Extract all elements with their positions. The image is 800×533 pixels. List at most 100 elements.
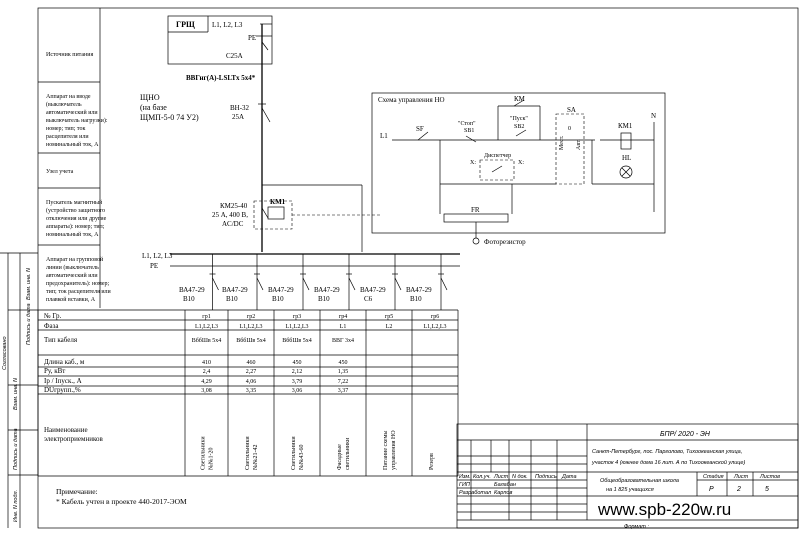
table-header: № Гр. — [44, 312, 62, 320]
svg-text:номинальный ток, А: номинальный ток, А — [46, 141, 99, 148]
svg-text:номер; тип; ток: номер; тип; ток — [46, 126, 85, 132]
svg-text:(выключатель: (выключатель — [46, 101, 82, 108]
table-cell-cable: ВВГ 3х4 — [332, 338, 354, 344]
title-block — [456, 423, 799, 529]
main-breaker-type: ВН-32 — [230, 104, 250, 112]
table-cell-num: гр5 — [385, 314, 393, 320]
table-cell-name: №№21-42 — [253, 445, 259, 470]
svg-text:плавкой вставки, А: плавкой вставки, А — [46, 296, 96, 303]
contactor-coil — [267, 206, 285, 220]
main-breaker-contact — [261, 107, 271, 123]
margin-label: Подпись и дата — [26, 303, 32, 345]
svg-text:Аппарат на вводе: Аппарат на вводе — [46, 94, 91, 100]
breaker-type: ВА47-29 — [314, 286, 340, 294]
breaker-rating: C6 — [364, 295, 373, 303]
table-header: Наименование — [44, 426, 88, 434]
svg-text:(устройство защитного: (устройство защитного — [46, 207, 105, 214]
input-device-label: Аппарат на вводе (выключатель автоматиче… — [46, 94, 108, 148]
table-cell-cable: ВббШв 5х4 — [236, 337, 266, 344]
table-cell-phase: L1,L2,L3 — [286, 324, 309, 330]
svg-text:предохранитель): номер;: предохранитель): номер; — [46, 280, 110, 287]
table-cell-p: 2,12 — [292, 369, 303, 375]
hl-label: HL — [622, 154, 631, 162]
start-label: "Пуск" — [510, 116, 528, 122]
gip-name: Балабан — [494, 482, 516, 488]
table-cell-du: 3,08 — [201, 388, 212, 394]
table-header: Тип кабеля — [44, 336, 78, 344]
breaker-rating: B10 — [410, 295, 422, 303]
table-header: Длина каб., м — [44, 358, 85, 366]
table-cell-phase: L1,L2,L3 — [195, 324, 218, 330]
stage-value: Р — [709, 486, 714, 493]
svg-text:автоматический или: автоматический или — [46, 109, 98, 116]
doc-code: БПР/ 2020 - ЭН — [660, 431, 711, 438]
power-source-label: Источник питания — [46, 52, 93, 58]
breaker-contact — [212, 277, 219, 291]
table-cell-i: 7,22 — [338, 379, 349, 385]
hl-lamp-cross — [621, 167, 631, 177]
col-list: Лист — [493, 474, 509, 480]
svg-text:отключения или другие: отключения или другие — [46, 216, 107, 222]
control-scheme-box — [371, 92, 666, 234]
svg-text:Пускатель магнитный: Пускатель магнитный — [46, 199, 103, 206]
table-cell-length: 460 — [247, 360, 256, 366]
photoresistor-icon — [472, 237, 480, 245]
group-feeders: ВА47-29B10ВА47-29B10ВА47-29B10ВА47-29B10… — [179, 254, 448, 310]
table-cell-cable: ВббШв 5х4 — [192, 337, 222, 344]
sb1-contact — [465, 135, 477, 143]
svg-text:выключатель нагрузки):: выключатель нагрузки): — [46, 117, 108, 124]
source-breaker-contact — [261, 41, 269, 51]
breaker-type: ВА47-29 — [179, 286, 205, 294]
group-device-label: Аппарат на групповой линии (выключатель … — [46, 256, 112, 303]
gip-label: ГИП — [459, 482, 470, 488]
table-cell-phase: L2 — [386, 324, 393, 330]
table-cell-name: Питание схемы — [383, 431, 389, 470]
dev-name: Карпов — [494, 490, 512, 496]
control-l1: L1 — [380, 132, 388, 140]
photo-label: Фоторезистор — [484, 238, 526, 246]
table-cell-p: 2,27 — [246, 369, 257, 375]
watermark: www.spb-220w.ru — [598, 500, 732, 519]
breaker-rating: B10 — [183, 295, 195, 303]
contactor-line2: 25 А, 400 В, — [212, 211, 248, 219]
svg-text:расцепителя или: расцепителя или — [46, 134, 89, 140]
table-header: Фаза — [44, 322, 59, 330]
col-ndok: N док. — [512, 474, 528, 480]
svg-text:тип; ток расцепителя или: тип; ток расцепителя или — [46, 289, 112, 295]
sa-auto: Авт. — [576, 139, 582, 150]
km1-coil — [620, 132, 632, 150]
sa-label: SA — [567, 106, 576, 114]
breaker-rating: B10 — [318, 295, 330, 303]
dev-label: Разработал — [459, 490, 491, 496]
margin-label: Подпись и дата — [13, 428, 19, 470]
contactor-line1: КМ25-40 — [220, 202, 248, 210]
table-header: электроприемников — [44, 435, 103, 443]
table-cell-name: №№1-20 — [209, 448, 215, 470]
dispatcher-x2: X: — [518, 160, 524, 166]
sa-zero: 0 — [568, 126, 571, 132]
sb1-label: SB1 — [464, 128, 474, 134]
svg-text:линии (выключатель: линии (выключатель — [46, 264, 99, 271]
source-pe: PE — [248, 34, 256, 42]
panel-name: ЩНО — [140, 93, 160, 102]
table-header: Pу, кВт — [44, 367, 65, 375]
margin-label: Взам. инв. N — [13, 378, 19, 410]
fr-label: FR — [471, 206, 480, 214]
km-contact — [513, 99, 525, 107]
table-cell-phase: L1 — [340, 324, 347, 330]
panel-base-line2: ЩМП-5-0 74 У2) — [140, 113, 199, 122]
breaker-type: ВА47-29 — [268, 286, 294, 294]
km-label: КМ — [514, 95, 526, 103]
source-breaker-label: C25A — [226, 52, 243, 60]
table-cell-i: 3,79 — [292, 379, 303, 385]
note-title: Примечание: — [56, 487, 98, 496]
table-cell-du: 3,06 — [292, 388, 303, 394]
dispatcher-label: Диспетчер — [484, 153, 511, 159]
sheet-frame — [37, 7, 799, 529]
